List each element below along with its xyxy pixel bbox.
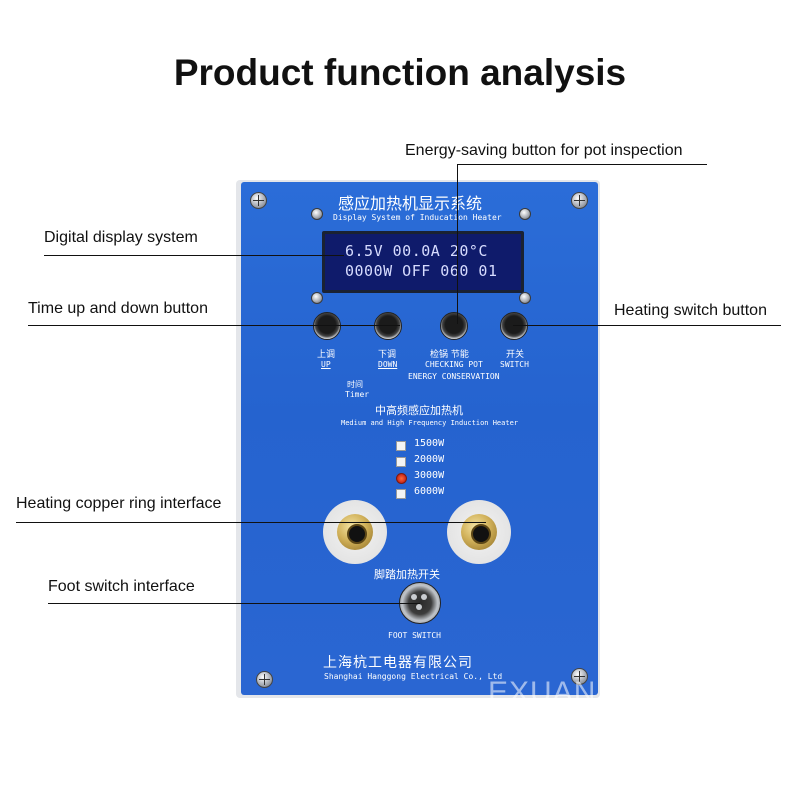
power-option-label: 6000W: [414, 486, 445, 497]
machine-name-en: Medium and High Frequency Induction Heat…: [341, 419, 519, 427]
brass-connector-icon: [337, 514, 373, 550]
callout-copper-ring: Heating copper ring interface: [16, 495, 222, 512]
heating-switch-button[interactable]: [500, 312, 528, 340]
callout-line: [457, 164, 458, 324]
timer-label-cn: 时间: [347, 380, 363, 389]
lcd-line-1: 6.5V 00.0A 20°C: [345, 242, 488, 260]
connector-hole-icon: [471, 524, 491, 544]
callout-foot-switch: Foot switch interface: [48, 578, 195, 595]
power-option-label: 3000W: [414, 470, 445, 481]
power-option-label: 2000W: [414, 454, 445, 465]
screw-icon: [311, 208, 323, 220]
connector-hole-icon: [347, 524, 367, 544]
brass-connector-icon: [461, 514, 497, 550]
power-indicator-led: [396, 441, 406, 451]
checking-pot-label-en: CHECKING POT: [425, 360, 483, 369]
power-indicator-led: [396, 457, 406, 467]
pin-icon: [421, 594, 427, 600]
callout-heating-switch: Heating switch button: [614, 302, 767, 319]
energy-conservation-label: ENERGY CONSERVATION: [408, 372, 500, 381]
callout-energy-saving: Energy-saving button for pot inspection: [405, 142, 683, 159]
callout-line: [457, 164, 707, 165]
panel-header-cn: 感应加热机显示系统: [338, 194, 483, 213]
timer-up-button[interactable]: [313, 312, 341, 340]
foot-switch-label-cn: 脚踏加热开关: [374, 568, 440, 581]
timer-down-button[interactable]: [374, 312, 402, 340]
up-label-en: UP: [321, 360, 331, 369]
switch-label-en: SWITCH: [500, 360, 529, 369]
pin-icon: [416, 604, 422, 610]
callout-line: [28, 325, 400, 326]
corner-screw-icon: [256, 671, 273, 688]
callout-time-up-down: Time up and down button: [28, 300, 208, 317]
company-name-en: Shanghai Hanggong Electrical Co., Ltd: [324, 672, 503, 681]
lcd-line-2: 0000W OFF 060 01: [345, 262, 498, 280]
foot-switch-label-en: FOOT SWITCH: [388, 631, 441, 640]
screw-icon: [519, 292, 531, 304]
company-name-cn: 上海杭工电器有限公司: [323, 655, 473, 671]
panel-header-en: Display System of Inducation Heater: [333, 213, 502, 222]
digital-display: 6.5V 00.0A 20°C 0000W OFF 060 01: [322, 231, 524, 293]
pin-icon: [411, 594, 417, 600]
power-option-label: 1500W: [414, 438, 445, 449]
screw-icon: [311, 292, 323, 304]
power-indicator-led: [396, 473, 407, 484]
callout-line: [16, 522, 486, 523]
screw-icon: [519, 208, 531, 220]
watermark: EXUAN: [488, 676, 597, 709]
down-label-cn: 下调: [378, 350, 397, 360]
checking-pot-label-cn: 检锅 节能: [430, 350, 469, 360]
page-title: Product function analysis: [173, 52, 627, 93]
corner-screw-icon: [571, 192, 588, 209]
power-indicator-led: [396, 489, 406, 499]
corner-screw-icon: [250, 192, 267, 209]
timer-label-en: Timer: [345, 390, 370, 399]
copper-ring-port-right[interactable]: [447, 500, 511, 564]
callout-digital-display: Digital display system: [44, 229, 198, 246]
corner-screw-icon: [571, 668, 588, 685]
machine-name-cn: 中高频感应加热机: [375, 404, 463, 417]
down-label-en: DOWN: [378, 360, 398, 369]
up-label-cn: 上调: [317, 350, 336, 360]
callout-line: [44, 255, 344, 256]
callout-line: [513, 325, 781, 326]
switch-label-cn: 开关: [506, 350, 525, 360]
callout-line: [48, 603, 420, 604]
copper-ring-port-left[interactable]: [323, 500, 387, 564]
checking-pot-button[interactable]: [440, 312, 468, 340]
